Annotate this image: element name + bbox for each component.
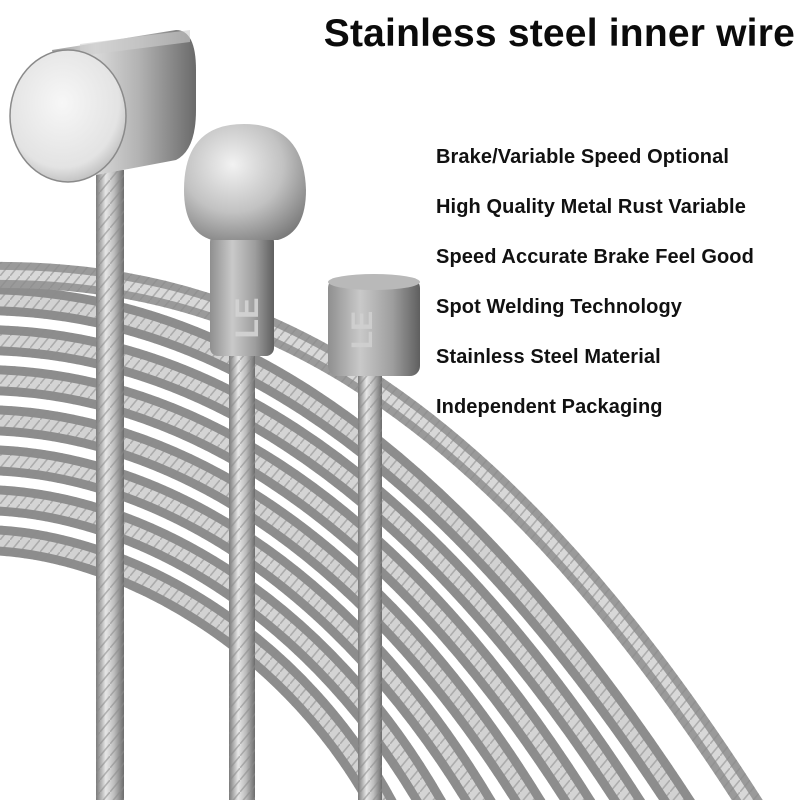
le-marking-dome: LE xyxy=(229,298,265,339)
wire-barrel-head: LE xyxy=(328,274,420,800)
feature-item: High Quality Metal Rust Variable xyxy=(436,196,746,218)
le-marking-barrel: LE xyxy=(346,311,379,349)
feature-item: Stainless Steel Material xyxy=(436,346,661,368)
wire-cylinder-head xyxy=(9,30,196,800)
feature-item: Brake/Variable Speed Optional xyxy=(436,146,730,168)
feature-list: Brake/Variable Speed Optional High Quali… xyxy=(436,143,754,443)
feature-item: Independent Packaging xyxy=(436,396,663,418)
feature-item: Spot Welding Technology xyxy=(436,296,682,318)
wire-dome-head: LE xyxy=(184,124,306,800)
page-title: Stainless steel inner wire xyxy=(323,12,795,55)
feature-item: Speed Accurate Brake Feel Good xyxy=(436,246,754,268)
